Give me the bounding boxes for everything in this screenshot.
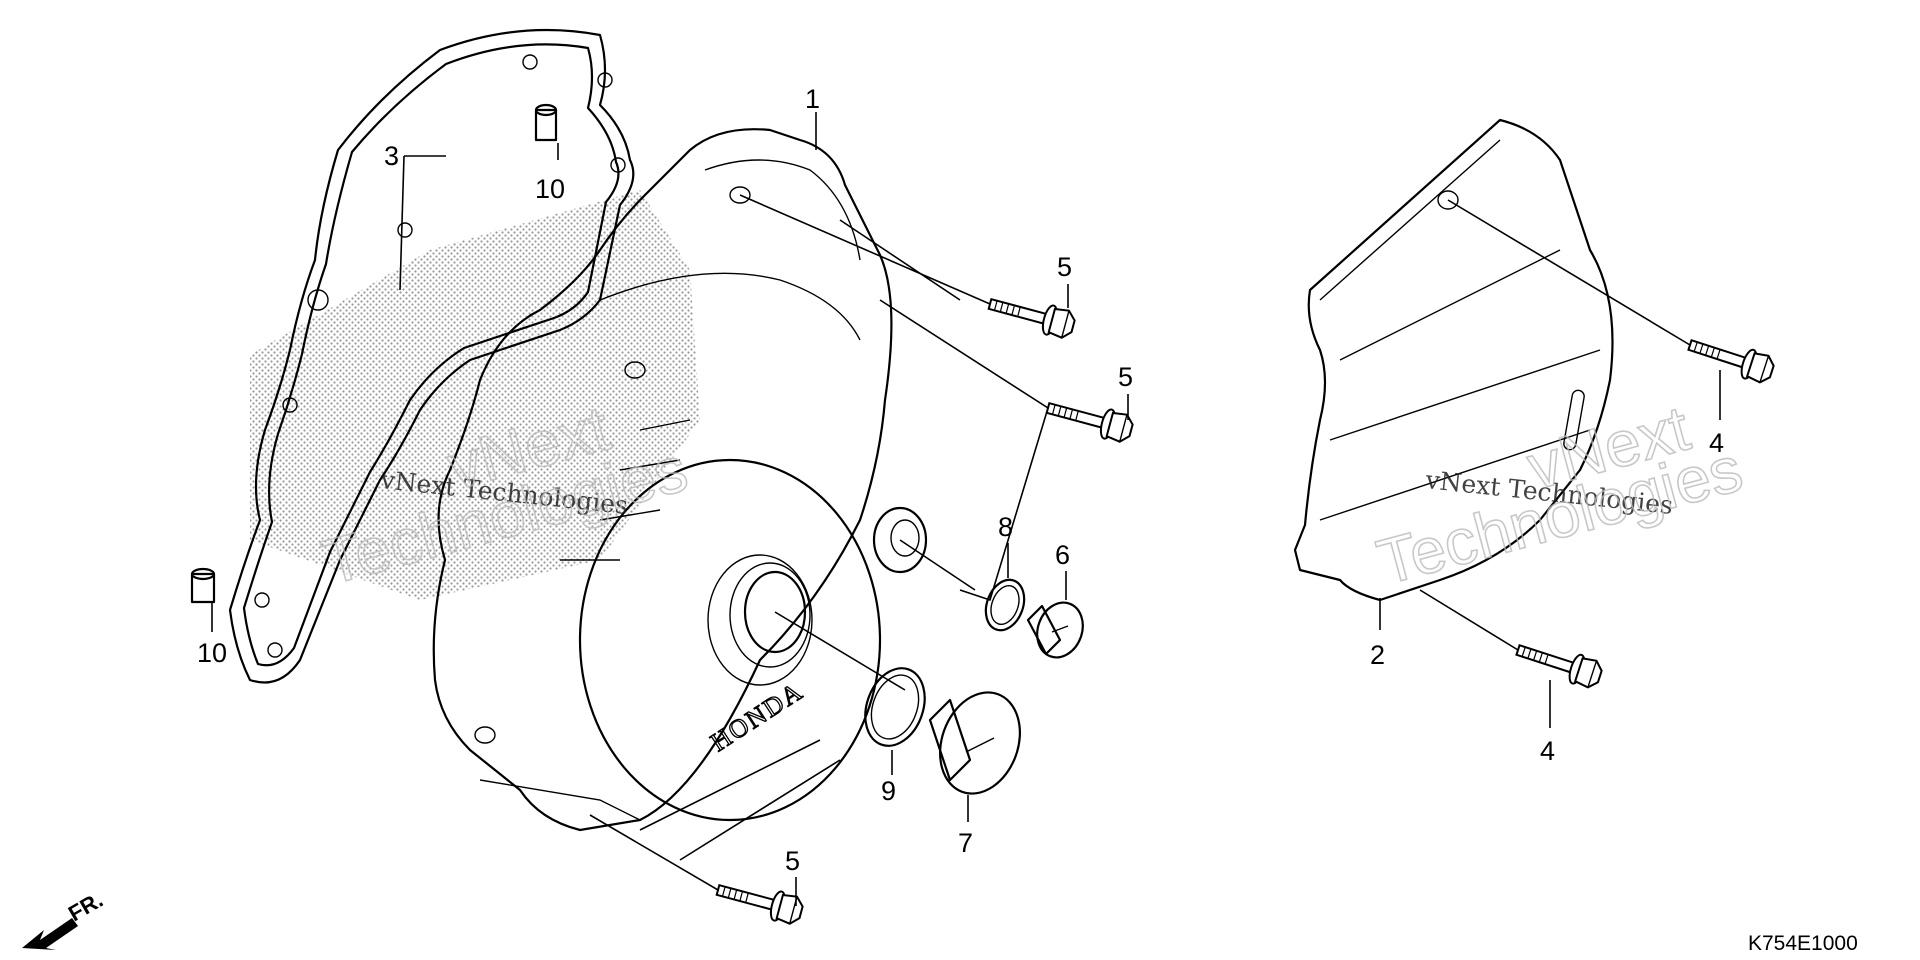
- o-ring-part-9: [864, 667, 926, 747]
- bolt-5-upper: [985, 288, 1078, 342]
- callout-2: 2: [1370, 640, 1385, 670]
- callout-6: 6: [1055, 540, 1070, 570]
- diagram-code: K754E1000: [1748, 932, 1858, 955]
- dowel-pin-lower: [190, 567, 216, 604]
- callout-4-upper: 4: [1709, 428, 1724, 458]
- hole-cap-part-7: [928, 691, 1021, 795]
- callout-5-lower: 5: [785, 846, 800, 876]
- sprocket-cover-part-2: [1293, 118, 1614, 602]
- callout-3: 3: [384, 141, 399, 171]
- callout-10-lower: 10: [197, 638, 227, 668]
- callout-7: 7: [958, 828, 973, 858]
- bolt-4-lower: [1512, 634, 1606, 692]
- timing-cap-part-6: [1026, 601, 1084, 659]
- leader-lines: [211, 112, 1721, 906]
- bolt-5-lower: [713, 874, 806, 928]
- callout-5-upper: 5: [1057, 252, 1072, 282]
- o-ring-part-8: [984, 578, 1026, 632]
- callout-10-upper: 10: [535, 174, 565, 204]
- gasket-part-3: [228, 28, 635, 684]
- callout-9: 9: [881, 776, 896, 806]
- callout-4-lower: 4: [1540, 736, 1555, 766]
- callouts: 1 2 3 4 4 5 5 5 6 7 8 9 10 10: [197, 84, 1724, 876]
- callout-5-middle: 5: [1118, 362, 1133, 392]
- bolt-5-middle: [1043, 392, 1136, 446]
- front-direction-arrow-icon: FR.: [22, 887, 107, 950]
- honda-logo-text: HONDA: [705, 676, 808, 757]
- bolt-4-upper: [1684, 329, 1778, 387]
- callout-8: 8: [998, 512, 1013, 542]
- dowel-pin-upper: [534, 103, 558, 142]
- callout-1: 1: [805, 84, 820, 114]
